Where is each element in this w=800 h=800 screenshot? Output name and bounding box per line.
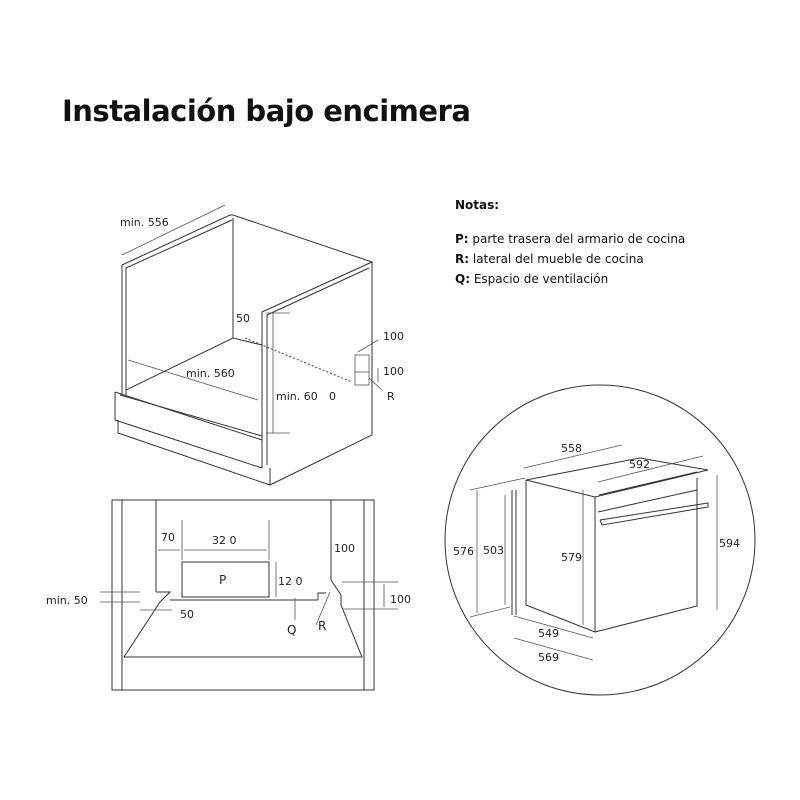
- note-r: R: lateral del mueble de cocina: [455, 252, 644, 266]
- dim-569: 569: [538, 651, 559, 664]
- page-title: Instalación bajo encimera: [62, 94, 471, 128]
- dim-549: 549: [538, 627, 559, 640]
- dim-min-50: min. 50: [46, 594, 88, 607]
- dim-vent-height-100: 100: [383, 365, 404, 378]
- section-view-drawing: 70 32 0 12 0 100 100 min. 50 50 P Q R: [46, 499, 411, 691]
- oven-dimensions-drawing: 558 592 576 503 579 594 549 569: [444, 384, 756, 696]
- dim-592: 592: [629, 458, 650, 471]
- label-p: P: [219, 573, 226, 587]
- dim-width-min-556: min. 556: [120, 216, 169, 229]
- dim-vent-width-100: 100: [383, 330, 404, 343]
- dim-320: 32 0: [212, 534, 237, 547]
- dim-gap-50: 50: [236, 312, 250, 325]
- dim-70: 70: [161, 531, 175, 544]
- dim-inner-min-560: min. 560: [186, 367, 235, 380]
- dim-height-min-600: min. 60: [276, 390, 318, 403]
- note-p: P: parte trasera del armario de cocina: [455, 232, 686, 246]
- dim-503: 503: [483, 544, 504, 557]
- notes-heading: Notas:: [455, 198, 500, 212]
- dim-594: 594: [719, 537, 740, 550]
- dim-579: 579: [561, 551, 582, 564]
- dim-50: 50: [180, 608, 194, 621]
- dim-100-vertical: 100: [390, 593, 411, 606]
- label-r-section: R: [318, 619, 326, 633]
- dim-120: 12 0: [278, 575, 303, 588]
- label-r: R: [387, 390, 395, 403]
- dim-576: 576: [453, 545, 474, 558]
- note-q: Q: Espacio de ventilación: [455, 272, 609, 286]
- cabinet-isometric-drawing: min. 556 min. 560 min. 60 0 50 100 100 R: [114, 204, 404, 486]
- dim-558: 558: [561, 442, 582, 455]
- dim-100-diagonal: 100: [334, 542, 355, 555]
- label-q: Q: [287, 623, 296, 637]
- notes-panel: Notas: P: parte trasera del armario de c…: [455, 195, 685, 289]
- dim-height-suffix: 0: [329, 390, 336, 403]
